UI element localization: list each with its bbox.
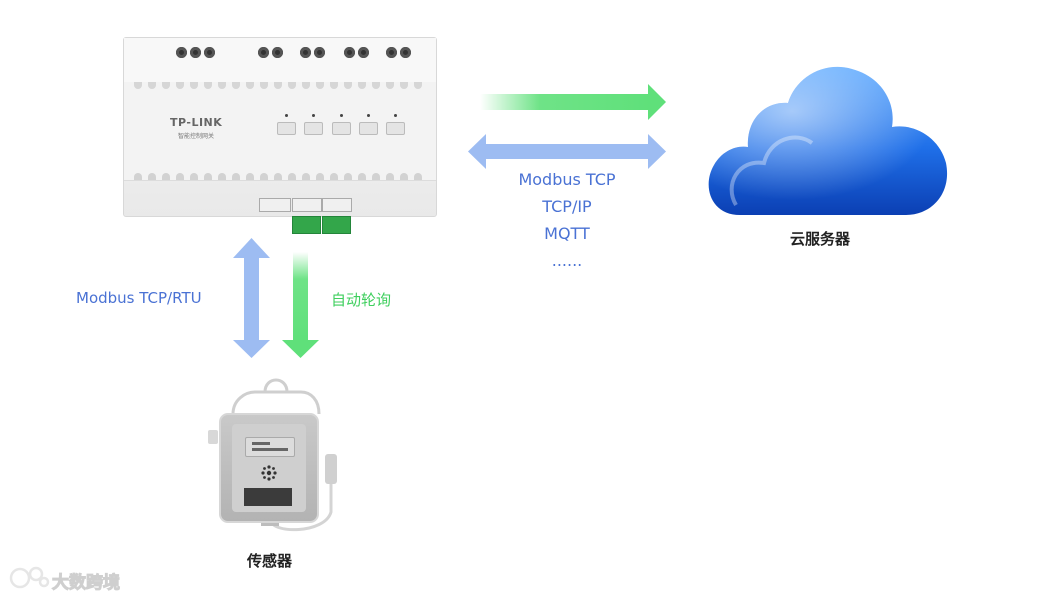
vent-slot [330, 173, 338, 180]
vent-slot [190, 173, 198, 180]
port-label-box [259, 198, 291, 212]
vent-slot [148, 173, 156, 180]
screw-terminal [358, 47, 369, 58]
nameplate-line [252, 442, 270, 445]
protocol-item: MQTT [544, 224, 590, 243]
screw-terminal [204, 47, 215, 58]
vent-slot [148, 82, 156, 89]
vent-slot [330, 82, 338, 89]
port-label-box [292, 198, 322, 212]
screw-terminal [258, 47, 269, 58]
gateway-brand: TP-LINK [170, 116, 223, 129]
device-button [332, 122, 351, 135]
screw-terminal [314, 47, 325, 58]
vent-slot [162, 173, 170, 180]
vent-slot [232, 173, 240, 180]
screw-terminal [190, 47, 201, 58]
vent-slot [358, 82, 366, 89]
vent-slot [134, 173, 142, 180]
vent-slot [386, 173, 394, 180]
sensor-display [244, 488, 292, 506]
sensor-grille-icon [261, 465, 277, 481]
vent-slot [176, 82, 184, 89]
screw-terminal [272, 47, 283, 58]
green-terminal-block [292, 216, 321, 234]
screw-terminal [176, 47, 187, 58]
vent-slot [260, 82, 268, 89]
vent-slot [232, 82, 240, 89]
protocol-item: TCP/IP [542, 197, 592, 216]
protocol-item: Modbus TCP [518, 170, 616, 189]
vent-slot [400, 82, 408, 89]
gateway-brand-subtitle: 智能控制网关 [178, 133, 215, 140]
cloud-icon [700, 55, 956, 225]
sensor-device-icon [219, 413, 319, 523]
status-led [394, 114, 397, 117]
vent-slot [204, 82, 212, 89]
screw-terminal [400, 47, 411, 58]
watermark-logo-icon [9, 566, 50, 589]
green-right-arrow [480, 84, 666, 120]
vent-slot [344, 173, 352, 180]
blue-double-arrow-horizontal [468, 134, 666, 169]
vent-slot [218, 173, 226, 180]
vent-slot [246, 173, 254, 180]
screw-terminal [300, 47, 311, 58]
vent-slot [288, 173, 296, 180]
vent-slot [134, 82, 142, 89]
vent-slot [358, 173, 366, 180]
vent-slot [246, 82, 254, 89]
sensor-nameplate [245, 437, 295, 457]
device-button [359, 122, 378, 135]
nameplate-line [252, 448, 288, 451]
status-led [340, 114, 343, 117]
device-button [386, 122, 405, 135]
status-led [367, 114, 370, 117]
protocol-item: ...... [551, 251, 583, 270]
vent-slot [316, 173, 324, 180]
vent-slot [260, 173, 268, 180]
vent-slot [218, 82, 226, 89]
vent-slot [400, 173, 408, 180]
status-led [312, 114, 315, 117]
vent-slot [344, 82, 352, 89]
vent-slot [372, 82, 380, 89]
screw-terminal [344, 47, 355, 58]
vent-slot [162, 82, 170, 89]
sensor-face [232, 424, 306, 512]
vent-slot [316, 82, 324, 89]
protocol-list: Modbus TCP TCP/IP MQTT ...... [492, 166, 642, 274]
vent-slot [204, 173, 212, 180]
watermark-text: 大数跨境 [52, 573, 121, 594]
device-button [277, 122, 296, 135]
vent-slot [414, 82, 422, 89]
vent-slot [288, 82, 296, 89]
vent-slot [302, 82, 310, 89]
auto-poll-label: 自动轮询 [331, 291, 392, 309]
screw-terminal [386, 47, 397, 58]
device-button [304, 122, 323, 135]
modbus-link-label: Modbus TCP/RTU [76, 289, 202, 307]
cloud-server-label: 云服务器 [790, 230, 851, 248]
vent-slot [274, 82, 282, 89]
port-label-box [322, 198, 352, 212]
vent-slot [386, 82, 394, 89]
gateway-top-panel [124, 38, 436, 83]
vent-slot [302, 173, 310, 180]
status-led [285, 114, 288, 117]
vent-slot [274, 173, 282, 180]
blue-double-arrow-vertical [233, 238, 270, 358]
green-down-arrow [282, 252, 319, 358]
sensor-label: 传感器 [247, 552, 293, 570]
gateway-device: TP-LINK 智能控制网关 [123, 37, 437, 234]
vent-slot [190, 82, 198, 89]
green-terminal-block [322, 216, 351, 234]
vent-slot [414, 173, 422, 180]
vent-slot [372, 173, 380, 180]
vent-slot [176, 173, 184, 180]
